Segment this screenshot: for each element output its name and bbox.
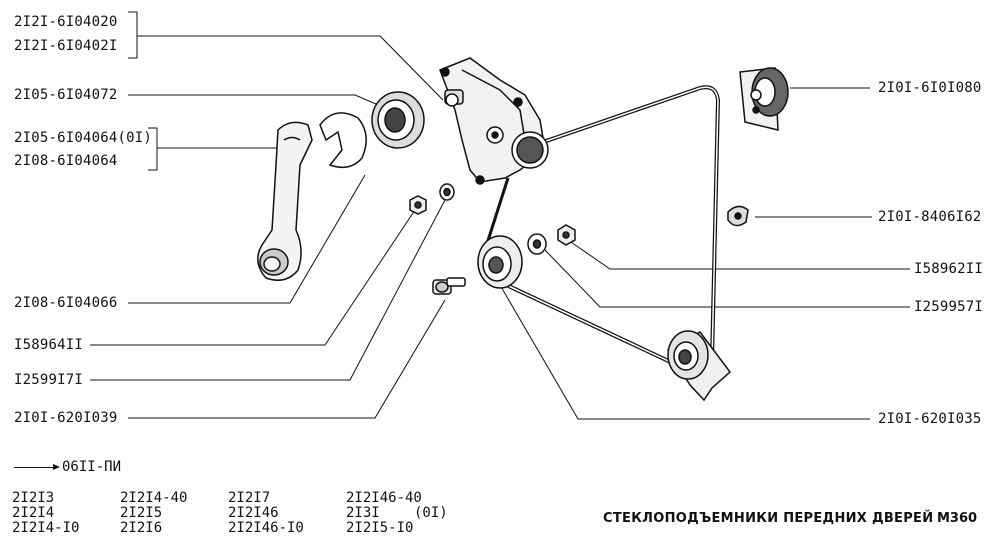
reference-note: 06II-ПИ [14,459,121,475]
label-handle-2: 2I08-6I04064 [14,153,118,169]
leader-nut-right [567,239,910,270]
model-col1-row2: 2I2I4 [12,505,55,521]
model-col2-row2: 2I2I5 [120,505,163,521]
gear-housing-icon [439,57,549,185]
leader-nut-left [90,209,416,346]
label-handle-1: 2I05-6I04064(0I) [14,130,153,146]
washer-plate-icon [319,112,367,169]
page-code: М360 [937,511,978,526]
model-col3-row1: 2I2I7 [228,490,271,506]
leader-trim-ring [128,94,391,111]
model-col2-row1: 2I2I4-40 [120,490,188,506]
washer-right-icon [527,233,547,255]
label-bolt: 2I0I-620I039 [14,410,118,426]
reference-text: 06II-ПИ [62,459,122,475]
nut-right-icon [557,224,576,246]
label-washer-left: I2599I7I [14,372,84,388]
leader-washer-right [544,249,910,308]
model-col3-row2: 2I2I46 [228,505,279,521]
leader-gear-housing [137,35,444,101]
label-gear-housing-2: 2I2I-6I0402I [14,38,118,54]
model-col4-row2: 2I3I [346,505,380,521]
label-brackets [128,11,158,171]
upper-roller-icon [739,67,789,131]
lower-pulley-icon [666,330,732,402]
label-trim-ring: 2I05-6I04072 [14,87,118,103]
label-clip: 2I0I-8406I62 [878,209,982,225]
nut-left-icon [409,195,427,215]
label-upper-roller: 2I0I-6I0I080 [878,80,982,96]
leader-pulley [499,284,870,420]
arrow-right-icon [14,463,60,470]
model-col2-row3: 2I2I6 [120,520,163,536]
model-col1-row1: 2I2I3 [12,490,55,506]
bolt-icon [432,277,466,295]
page-title: СТЕКЛОПОДЪЕМНИКИ ПЕРЕДНИХ ДВЕРЕЙ [603,511,934,526]
label-gear-housing-1: 2I2I-6I04020 [14,14,118,30]
cable-clip-icon [727,205,749,227]
leader-lines [90,35,910,420]
crank-handle-icon [257,121,313,281]
model-col1-row3: 2I2I4-I0 [12,520,80,536]
trim-ring-icon [371,91,425,149]
pulley-icon [477,235,523,289]
leader-washer-plate [128,174,366,304]
label-nut-right: I58962II [914,261,984,277]
leader-washer-left [90,199,446,381]
model-col4-row3: 2I2I5-I0 [346,520,414,536]
label-washer-plate: 2I08-6I04066 [14,295,118,311]
label-washer-right: I259957I [914,299,984,315]
model-col4-suffix: (0I) [414,505,448,521]
model-col3-row3: 2I2I46-I0 [228,520,304,536]
label-nut-left: I58964II [14,337,84,353]
washer-left-icon [439,183,455,201]
leader-bolt [128,299,446,419]
model-col4-row1: 2I2I46-40 [346,490,422,506]
label-pulley: 2I0I-620I035 [878,411,982,427]
